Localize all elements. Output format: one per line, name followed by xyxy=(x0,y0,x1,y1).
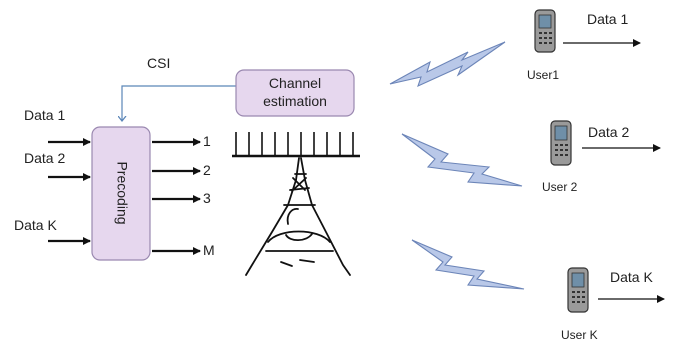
user-data-label-1: Data 1 xyxy=(587,11,628,27)
output-label-m: M xyxy=(203,242,215,258)
channel-estimation-line1: Channel xyxy=(269,75,321,91)
user-data-label-2: Data 2 xyxy=(588,124,629,140)
user-label-1: User1 xyxy=(527,68,559,82)
base-station-tower-icon xyxy=(245,157,351,276)
output-label-2: 2 xyxy=(203,162,211,178)
precoding-label: Precoding xyxy=(114,161,130,224)
user-data-label-k: Data K xyxy=(610,269,653,285)
precoding-block xyxy=(91,126,151,261)
channel-estimation-block xyxy=(235,69,355,117)
csi-feedback-arrow xyxy=(122,85,236,121)
user-label-k: User K xyxy=(561,328,598,342)
mobile-phone-icon-user-2 xyxy=(550,120,572,166)
user-label-2: User 2 xyxy=(542,180,578,194)
output-label-3: 3 xyxy=(203,190,211,206)
mobile-phone-icon-user-k xyxy=(567,267,589,313)
wireless-link-icon-user-1 xyxy=(389,41,506,88)
wireless-link-icon-user-k xyxy=(411,239,525,290)
input-label-data-1: Data 1 xyxy=(24,107,65,123)
input-label-data-k: Data K xyxy=(14,217,57,233)
csi-label: CSI xyxy=(147,55,170,71)
antenna-array-icon xyxy=(232,132,360,158)
mobile-phone-icon-user-1 xyxy=(534,9,556,53)
wireless-link-icon-user-2 xyxy=(401,133,523,187)
output-label-1: 1 xyxy=(203,133,211,149)
channel-estimation-line2: estimation xyxy=(263,93,327,109)
input-label-data-2: Data 2 xyxy=(24,150,65,166)
